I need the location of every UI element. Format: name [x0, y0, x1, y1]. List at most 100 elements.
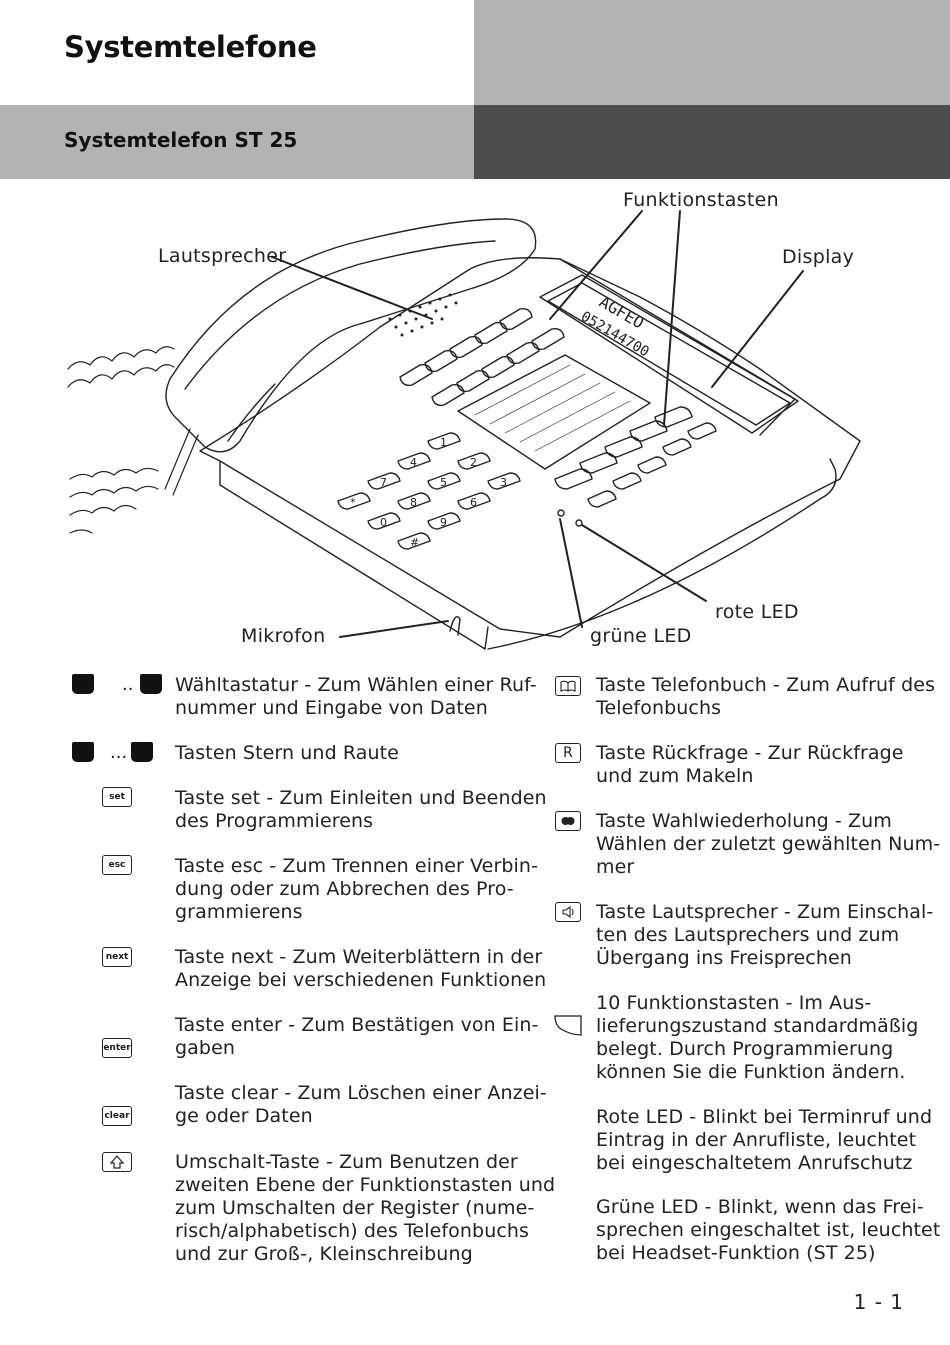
key-4: 4 [410, 456, 417, 469]
line: grammierens [175, 901, 303, 923]
legend-text-gruene-led: Grüne LED - Blinkt, wenn das Frei- sprec… [596, 1196, 940, 1265]
line: risch/alphabetisch) des Telefonbuchs [175, 1220, 530, 1242]
legend-text-keypad: Wähltastatur - Zum Wählen einer Ruf- num… [175, 674, 537, 720]
clear-key-icon: clear [102, 1106, 132, 1126]
legend-text-enter: Taste enter - Zum Bestätigen von Ein- ga… [175, 1014, 539, 1060]
range-dots: .. [122, 674, 134, 695]
esc-key-icon: esc [102, 855, 132, 875]
phone-base: 1 2 3 4 5 6 7 8 9 * 0 # AGFEO 052144700 [199, 257, 861, 650]
speaker-key-icon [555, 902, 581, 922]
line: mer [596, 856, 635, 878]
phonebook-key-icon [555, 676, 581, 696]
line: Telefonbuchs [596, 697, 722, 719]
line: bei Headset-Funktion (ST 25) [596, 1242, 876, 1264]
coiled-cord [67, 346, 199, 534]
legend-text-lautsprecher: Taste Lautsprecher - Zum Einschal- ten d… [596, 901, 933, 970]
redial-key-icon [555, 811, 581, 831]
right-keys [554, 406, 717, 508]
double-dot-icon [561, 817, 575, 825]
line: nummer und Eingabe von Daten [175, 697, 488, 719]
label-card [457, 354, 651, 470]
legend-text-shift: Umschalt-Taste - Zum Benutzen der zweite… [175, 1151, 555, 1266]
line: bei eingeschaltetem Anrufschutz [596, 1152, 913, 1174]
keypad-block-icon-end [140, 674, 162, 694]
line: ge oder Daten [175, 1105, 313, 1127]
line: ten des Lautsprechers und zum [596, 924, 900, 946]
red-led [575, 519, 583, 527]
line: dung oder zum Abbrechen des Pro- [175, 878, 514, 900]
loudspeaker-icon [562, 905, 574, 919]
line: und zum Makeln [596, 765, 754, 787]
legend-text-rueckfrage: Taste Rückfrage - Zur Rückfrage und zum … [596, 742, 904, 788]
microphone [449, 616, 461, 636]
line: Taste esc - Zum Trennen einer Verbin- [175, 855, 539, 877]
label-display: Display [782, 246, 855, 268]
header-grey-panel [474, 0, 950, 105]
legend-text-wahlwiederholung: Taste Wahlwiederholung - Zum Wählen der … [596, 810, 940, 879]
legend-text-star-hash: Tasten Stern und Raute [175, 742, 399, 765]
next-key-icon: next [102, 947, 132, 967]
upper-keys [399, 307, 565, 407]
line: Taste Wahlwiederholung - Zum [596, 810, 892, 832]
key-6: 6 [470, 496, 477, 509]
label-mikrofon: Mikrofon [241, 625, 326, 647]
legend-text-esc: Taste esc - Zum Trennen einer Verbin- du… [175, 855, 538, 924]
line: des Programmierens [175, 810, 374, 832]
legend-text-next: Taste next - Zum Weiterblättern in der A… [175, 946, 546, 992]
line: Taste clear - Zum Löschen einer Anzei- [175, 1082, 547, 1104]
line: Tasten Stern und Raute [175, 742, 399, 764]
phone-illustration: 1 2 3 4 5 6 7 8 9 * 0 # AGFEO 052144700 [0, 179, 950, 669]
line: Anzeige bei verschiedenen Funktionen [175, 969, 547, 991]
key-0: 0 [380, 516, 387, 529]
legend-text-set: Taste set - Zum Einleiten und Beenden de… [175, 787, 547, 833]
line: zum Umschalten der Register (nume- [175, 1197, 535, 1219]
key-1: 1 [440, 436, 447, 449]
green-led [557, 509, 565, 517]
label-funktionstasten: Funktionstasten [623, 189, 779, 211]
line: Rote LED - Blinkt bei Terminruf und [596, 1106, 933, 1128]
key-star: * [350, 496, 356, 509]
line: Wähltastatur - Zum Wählen einer Ruf- [175, 674, 537, 696]
key-7: 7 [380, 476, 387, 489]
label-lautsprecher: Lautsprecher [158, 245, 287, 267]
line: 10 Funktionstasten - Im Aus- [596, 992, 872, 1014]
star-block-icon [72, 742, 94, 762]
key-9: 9 [440, 516, 447, 529]
line: und zur Groß-, Kleinschreibung [175, 1243, 473, 1265]
range-dots: ... [110, 742, 128, 763]
line: Taste Telefonbuch - Zum Aufruf des [596, 674, 936, 696]
line: Übergang ins Freisprechen [596, 947, 852, 969]
set-key-icon: set [102, 787, 132, 807]
keypad-digits: 1 2 3 4 5 6 7 8 9 * 0 # [350, 436, 507, 549]
line: Umschalt-Taste - Zum Benutzen der [175, 1151, 518, 1173]
line: Taste next - Zum Weiterblättern in der [175, 946, 543, 968]
legend-text-phonebook: Taste Telefonbuch - Zum Aufruf des Telef… [596, 674, 935, 720]
line: Taste set - Zum Einleiten und Beenden [175, 787, 547, 809]
r-key-icon: R [555, 743, 581, 763]
key-2: 2 [470, 456, 477, 469]
display-frame [539, 274, 799, 434]
key-hash: # [410, 536, 419, 549]
line: lieferungszustand standardmäßig [596, 1015, 919, 1037]
enter-key-icon: enter [102, 1038, 132, 1058]
legend-text-rote-led: Rote LED - Blinkt bei Terminruf und Eint… [596, 1106, 932, 1175]
label-rote-led: rote LED [715, 601, 799, 623]
line: belegt. Durch Programmierung [596, 1038, 894, 1060]
book-icon [560, 680, 576, 692]
header-white-panel [0, 0, 474, 105]
keypad-block-icon [72, 674, 94, 694]
shift-arrow-icon [109, 1155, 125, 1169]
handset [165, 218, 537, 453]
key-3: 3 [500, 476, 507, 489]
line: Taste Rückfrage - Zur Rückfrage [596, 742, 904, 764]
callout-lines [271, 210, 804, 638]
subheader-dark-panel [474, 105, 950, 179]
hash-block-icon [131, 742, 153, 762]
shift-key-icon [102, 1152, 132, 1172]
line: Grüne LED - Blinkt, wenn das Frei- [596, 1196, 924, 1218]
line: gaben [175, 1037, 235, 1059]
key-5: 5 [440, 476, 447, 489]
page-number: 1 - 1 [853, 1290, 904, 1314]
key-8: 8 [410, 496, 417, 509]
function-key-icon [554, 1015, 582, 1036]
